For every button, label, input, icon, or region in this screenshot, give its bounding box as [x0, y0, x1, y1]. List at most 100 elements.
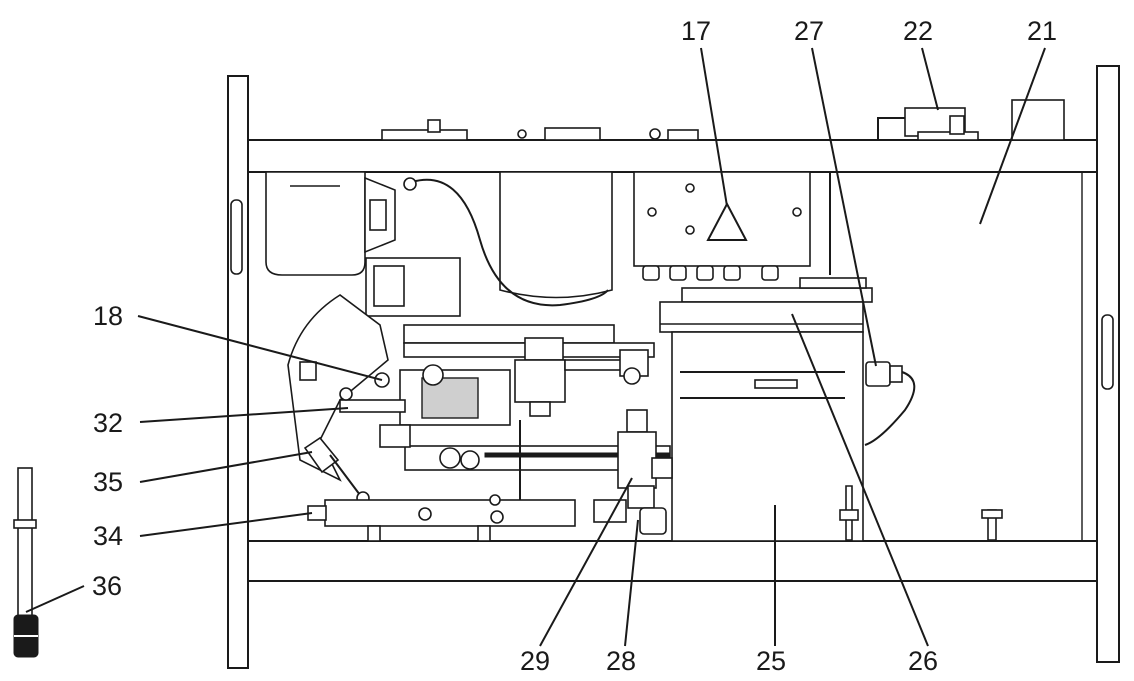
stand-left-clamp [839, 509, 859, 521]
leader-26 [791, 313, 929, 647]
canister-hose [411, 178, 609, 307]
fitting-28-body [627, 485, 655, 509]
left-frame-post [227, 75, 249, 669]
lever-35 [303, 436, 370, 505]
tool-36-collar [13, 519, 37, 529]
control-box-screw-1 [685, 183, 695, 193]
tank-body-25 [671, 331, 864, 542]
arm-32 [339, 399, 406, 413]
tool-36-shaft [17, 467, 33, 619]
callout-17: 17 [681, 16, 711, 46]
top-knob-base [381, 129, 468, 141]
regulator-cap [626, 409, 648, 433]
cable-gland-1 [642, 265, 660, 281]
coupling-bolt [623, 367, 641, 385]
leader-22 [921, 47, 939, 111]
stand-right-cap [981, 509, 1003, 519]
top-small-block [667, 129, 699, 141]
rail-34-bolt-2 [490, 510, 504, 524]
hose-fitting [403, 177, 417, 191]
control-box-screw-4 [685, 225, 695, 235]
top-knob [427, 119, 441, 133]
callout-29: 29 [520, 646, 550, 676]
lower-manifold-knob-2 [460, 450, 480, 470]
valve-22-flange [917, 131, 979, 141]
pivot-32 [339, 387, 353, 401]
top-shelf-components [381, 99, 1065, 141]
leader-28 [624, 519, 639, 647]
cable-gland-5 [761, 265, 779, 281]
tank-top-disc [799, 277, 867, 289]
control-box-body [633, 171, 811, 267]
valve-22-head [949, 115, 965, 135]
fitting-28-valve [639, 507, 667, 535]
leader-36 [25, 585, 85, 613]
lever-35-link [329, 454, 361, 496]
fitting-27 [864, 361, 916, 446]
canister-body [499, 171, 613, 299]
tank-25 [659, 277, 873, 542]
bottom-rail [247, 540, 1098, 582]
fitting-28 [627, 485, 667, 535]
top-small-part [649, 128, 661, 140]
cable-gland-3 [696, 265, 714, 281]
lower-manifold-shaft [484, 452, 671, 458]
callout-36: 36 [92, 571, 122, 601]
top-shelf-rail [247, 139, 1098, 173]
cable-gland-4 [723, 265, 741, 281]
valve-22-pipe [877, 117, 905, 140]
solenoid-body [514, 359, 566, 403]
meter-box-window [373, 265, 405, 307]
left-handle [230, 199, 243, 275]
box-21-top [1011, 99, 1065, 141]
rail-34-foot-2 [477, 525, 491, 542]
regulator-29 [593, 409, 673, 523]
callout-25: 25 [756, 646, 786, 676]
leader-32 [139, 407, 349, 423]
leader-17 [700, 47, 728, 207]
callout-26: 26 [908, 646, 938, 676]
callout-18: 18 [93, 301, 123, 331]
callout-labels: 17 27 22 21 18 32 35 34 36 29 28 25 26 [92, 16, 1057, 676]
tank-upper-26 [659, 301, 864, 333]
leader-21 [979, 47, 1046, 225]
callout-27: 27 [794, 16, 824, 46]
leader-lines [25, 47, 1046, 647]
lower-link [379, 424, 411, 448]
warning-triangle-icon [706, 201, 748, 241]
left-valve-stub [299, 361, 317, 381]
frame [227, 65, 1120, 669]
callout-35: 35 [93, 467, 123, 497]
reservoir-left [265, 171, 396, 276]
canister [403, 171, 613, 307]
cable-gland-2 [669, 265, 687, 281]
callout-21: 21 [1027, 16, 1057, 46]
tank-25-label-plate [754, 379, 798, 389]
left-shroud [287, 294, 389, 482]
rail-34-foot-1 [367, 525, 381, 542]
top-screw [517, 129, 527, 139]
lower-rail-34 [307, 420, 576, 542]
rail-34-body [324, 499, 576, 527]
valve-knob [422, 364, 444, 386]
reservoir-clip [369, 199, 387, 231]
rail-34-bolt-3 [489, 494, 501, 506]
fitting-27-hose [864, 371, 916, 446]
reservoir-body [265, 171, 366, 276]
fitting-27-body [865, 361, 891, 387]
valve-block [287, 294, 671, 482]
regulator-port [651, 457, 673, 479]
leader-27 [811, 47, 877, 367]
lower-manifold-knob [439, 447, 461, 469]
callout-28: 28 [606, 646, 636, 676]
top-bracket [544, 127, 601, 141]
callout-34: 34 [93, 521, 123, 551]
tank-lid-26 [681, 287, 873, 303]
rail-34-bolt-1 [418, 507, 432, 521]
meter-box [365, 257, 461, 317]
control-box-screw-2 [647, 207, 657, 217]
solenoid-stem [529, 401, 551, 417]
solenoid-head [524, 337, 564, 361]
leader-35 [139, 451, 313, 483]
